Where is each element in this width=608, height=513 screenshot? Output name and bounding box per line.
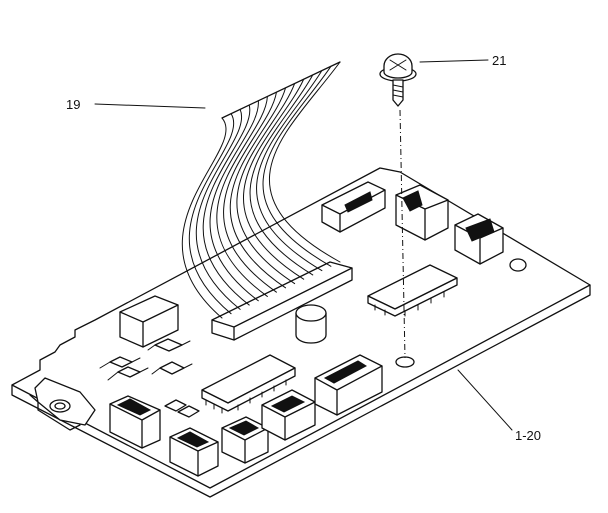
ribbon-wire	[195, 108, 243, 310]
callout-21: 21	[492, 53, 506, 68]
ribbon-wire	[243, 78, 305, 280]
board-notch	[29, 394, 81, 431]
callout-19: 19	[66, 97, 80, 112]
connector-bottom-2	[169, 427, 219, 477]
led	[509, 258, 527, 272]
ic-chip-right	[367, 264, 458, 317]
ribbon-wire	[229, 87, 287, 289]
capacitor	[295, 304, 327, 344]
leader-1-20	[457, 369, 513, 431]
ribbon-wire	[262, 65, 332, 267]
leader-19	[94, 103, 206, 109]
connector-top	[321, 181, 386, 233]
connector-bottom-5	[314, 354, 383, 416]
screw-axis-line	[399, 109, 406, 359]
ribbon-wire	[216, 95, 268, 297]
ribbon-wires	[181, 61, 341, 319]
relay-block	[119, 295, 179, 348]
ribbon-cable	[181, 61, 353, 341]
connector-bottom-4	[261, 389, 316, 441]
small-components	[99, 338, 200, 418]
ribbon-wire	[209, 100, 259, 302]
ribbon-wire	[249, 74, 314, 276]
screw	[379, 53, 417, 359]
components	[99, 181, 527, 477]
connector-right	[454, 213, 504, 265]
screw-head	[383, 53, 413, 79]
ribbon-wire	[188, 113, 235, 315]
ribbon-wire	[202, 104, 251, 306]
connector-top-right	[395, 184, 449, 241]
ribbon-cut-edge	[221, 61, 341, 119]
ribbon-wire	[269, 61, 341, 263]
callouts: 19 21 1-20	[66, 53, 541, 443]
ribbon-wire	[236, 83, 296, 285]
ribbon-wire	[256, 70, 323, 272]
ic-chip-center	[201, 354, 296, 414]
leader-21	[419, 59, 489, 63]
mounting-bracket	[34, 377, 96, 426]
screw-shaft	[392, 79, 404, 107]
callout-1-20: 1-20	[515, 428, 541, 443]
mounting-hole	[395, 356, 415, 368]
ribbon-wire	[181, 117, 227, 319]
ribbon-wire	[223, 91, 277, 293]
connector-bottom-3	[221, 416, 269, 464]
connector-bottom-1	[109, 395, 161, 449]
